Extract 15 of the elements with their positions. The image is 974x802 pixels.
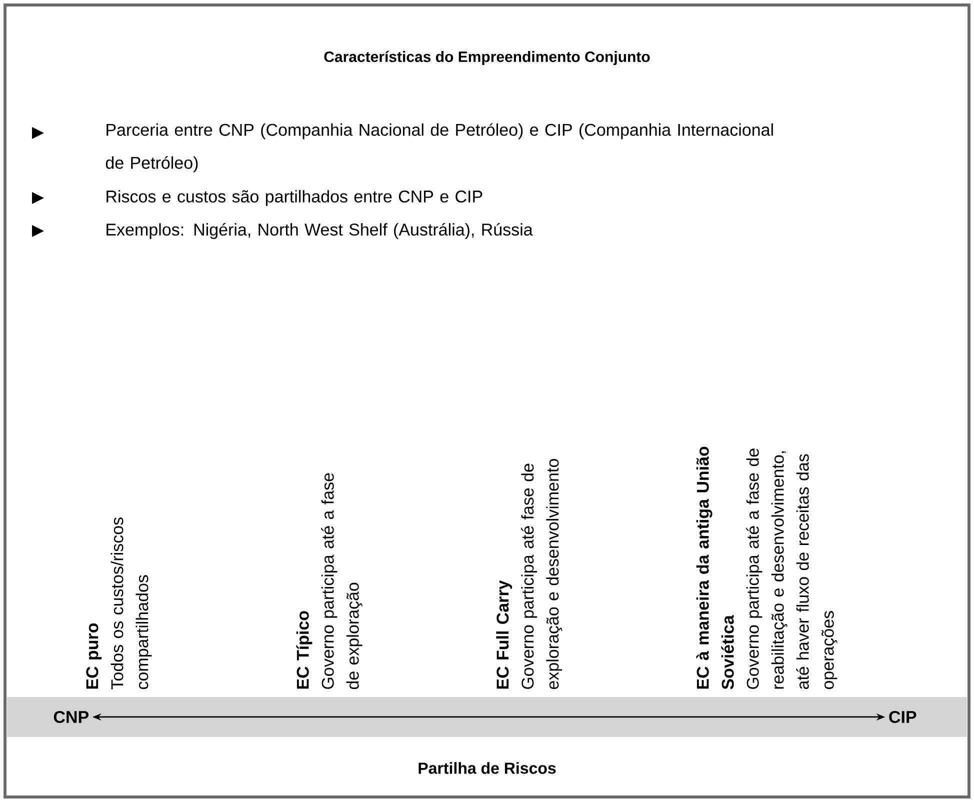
column-heading: EC Full Carry <box>496 580 512 689</box>
bullet-text: Parceria entre CNP (Companhia Nacional de Petróleo) e CIP (Companhia Internacional de Petróleo) <box>106 123 773 172</box>
bullet-text: Riscos e custos são partilhados entre CNP e CIP <box>106 190 482 206</box>
column-heading: EC à maneira da antiga União Soviética <box>696 446 734 690</box>
band-label: CNP <box>54 710 89 723</box>
column-heading: EC Típico <box>296 611 312 689</box>
column-heading: EC puro <box>86 623 102 689</box>
column-text: Governo participa até a fase de reabilitação e desenvolvimento, até haver fluxo de receitas das operações <box>746 448 838 690</box>
axis-caption: Partilha de Riscos <box>418 762 556 774</box>
column-text: Governo participa até a fase de exploração <box>321 473 362 690</box>
band-label: CIP <box>889 710 916 723</box>
title: Características do Empreendimento Conjunto <box>324 50 650 66</box>
column-text: Governo participa até fase de exploração e desenvolvimento <box>521 459 562 690</box>
column-text: Todos os custos/riscos compartilhados <box>110 518 152 690</box>
bullet-text: Exemplos: Nigéria, North West Shelf (Austrália), Rússia <box>106 222 533 239</box>
